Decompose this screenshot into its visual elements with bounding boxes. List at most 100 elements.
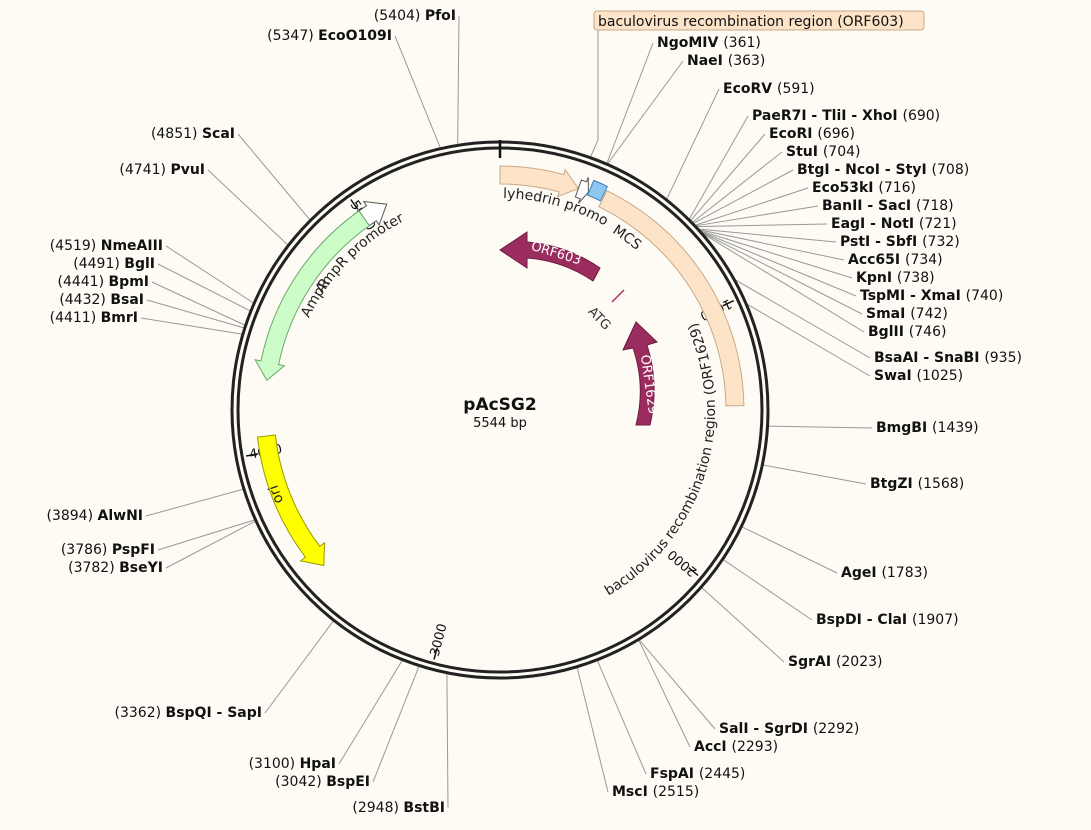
ampr-feature <box>254 210 371 382</box>
site-name: BsaI <box>110 292 144 308</box>
site-label-bmri: (4411) BmrI <box>50 310 138 326</box>
site-leader-line <box>700 231 865 333</box>
site-label-tspmi-xmai: TspMI - XmaI (740) <box>860 288 1003 304</box>
mcs-feature <box>587 179 609 202</box>
site-leader-line <box>697 228 837 243</box>
site-label-bspdi-clai: BspDI - ClaI (1907) <box>816 612 959 628</box>
site-leader-line <box>157 519 256 551</box>
site-position: (2292) <box>813 721 860 737</box>
site-name: BanII - SacI <box>822 198 916 214</box>
site-name: BseYI <box>119 560 163 576</box>
site-position: (721) <box>919 216 957 232</box>
site-name: TspMI - XmaI <box>860 288 966 304</box>
site-name: AlwNI <box>98 508 144 524</box>
site-leader-line <box>338 659 404 765</box>
site-label-msci: MscI (2515) <box>612 784 699 800</box>
site-position: (732) <box>922 234 960 250</box>
restriction-site-labels: (5404) PfoI(5347) EcoO109I(4851) ScaI(47… <box>46 8 1021 816</box>
atg-label: ATG <box>585 304 614 333</box>
site-position: (2445) <box>699 766 746 782</box>
site-label-banii-saci: BanII - SacI (718) <box>822 198 954 214</box>
site-name: SalI - SgrDI <box>719 721 813 737</box>
site-position: (2948) <box>352 800 403 816</box>
site-label-kpni: KpnI (738) <box>856 270 935 286</box>
site-leader-line <box>637 639 691 748</box>
site-label-pspfi: (3786) PspFI <box>61 542 155 558</box>
region-box-leader <box>589 30 599 159</box>
site-leader-line <box>165 245 255 304</box>
site-name: BglI <box>124 256 155 272</box>
site-position: (4741) <box>119 162 170 178</box>
atg-marker <box>611 289 625 303</box>
tick-mark <box>350 199 359 210</box>
site-position: (2023) <box>836 654 883 670</box>
site-leader-line <box>695 223 828 228</box>
site-leader-line <box>665 88 720 201</box>
site-position: (4411) <box>50 310 101 326</box>
site-leader-line <box>699 230 863 315</box>
site-label-eco53ki: Eco53kI (716) <box>812 180 916 196</box>
site-name: EcoO109I <box>318 28 392 44</box>
site-leader-line <box>576 666 609 793</box>
site-name: BmgBI <box>876 420 932 436</box>
site-position: (4441) <box>57 274 108 290</box>
site-position: (716) <box>878 180 916 196</box>
site-name: BpmI <box>109 274 150 290</box>
site-name: AccI <box>694 739 732 755</box>
site-leader-lines <box>140 15 873 809</box>
site-name: BspEI <box>326 774 370 790</box>
site-leader-line <box>694 187 809 226</box>
site-name: FspAI <box>650 766 699 782</box>
tick-mark <box>688 567 699 576</box>
site-label-bglii: BglII (746) <box>868 324 946 340</box>
site-leader-line <box>264 619 335 714</box>
site-leader-line <box>151 281 246 326</box>
tick-label: 2000 <box>665 546 700 579</box>
site-label-hpai: (3100) HpaI <box>249 756 336 772</box>
site-label-swai: SwaI (1025) <box>874 368 963 384</box>
site-name: BspDI - ClaI <box>816 612 912 628</box>
site-label-bsaai-snabi: BsaAI - SnaBI (935) <box>874 350 1022 366</box>
site-position: (363) <box>728 53 766 69</box>
site-position: (1568) <box>918 476 965 492</box>
site-name: NgoMIV <box>657 35 723 51</box>
polyhedrin-promoter-feature <box>499 165 580 198</box>
site-label-smai: SmaI (742) <box>866 306 948 322</box>
site-position: (690) <box>903 108 941 124</box>
site-name: EcoRI <box>769 126 817 142</box>
site-position: (738) <box>897 270 935 286</box>
site-name: Acc65I <box>848 252 905 268</box>
site-label-sgrai: SgrAI (2023) <box>788 654 883 670</box>
site-leader-line <box>394 35 442 149</box>
tick-mark <box>433 647 438 660</box>
site-name: PfoI <box>425 8 456 24</box>
site-leader-line <box>733 278 871 359</box>
site-position: (1783) <box>881 565 928 581</box>
site-position: (746) <box>909 324 947 340</box>
site-position: (704) <box>823 144 861 160</box>
site-position: (734) <box>905 252 943 268</box>
site-label-acc65i: Acc65I (734) <box>848 252 943 268</box>
region-box-text: baculovirus recombination region (ORF603… <box>598 14 904 30</box>
site-position: (3362) <box>115 705 166 721</box>
site-label-eagi-noti: EagI - NotI (721) <box>831 216 957 232</box>
site-label-bpmi: (4441) BpmI <box>57 274 149 290</box>
site-name: Eco53kI <box>812 180 878 196</box>
site-position: (4432) <box>59 292 110 308</box>
site-leader-line <box>767 425 873 429</box>
site-name: AgeI <box>841 565 881 581</box>
site-leader-line <box>741 526 838 574</box>
site-label-bsai: (4432) BsaI <box>59 292 144 308</box>
site-leader-line <box>692 169 794 225</box>
site-label-ecorv: EcoRV (591) <box>723 81 815 97</box>
site-label-bseyi: (3782) BseYI <box>68 560 163 576</box>
site-leader-line <box>207 169 289 246</box>
site-name: EagI - NotI <box>831 216 919 232</box>
site-label-naei: NaeI (363) <box>687 53 765 69</box>
site-position: (742) <box>910 306 948 322</box>
site-leader-line <box>700 586 785 663</box>
site-position: (3042) <box>275 774 326 790</box>
site-position: (935) <box>984 350 1022 366</box>
site-name: SwaI <box>874 368 917 384</box>
